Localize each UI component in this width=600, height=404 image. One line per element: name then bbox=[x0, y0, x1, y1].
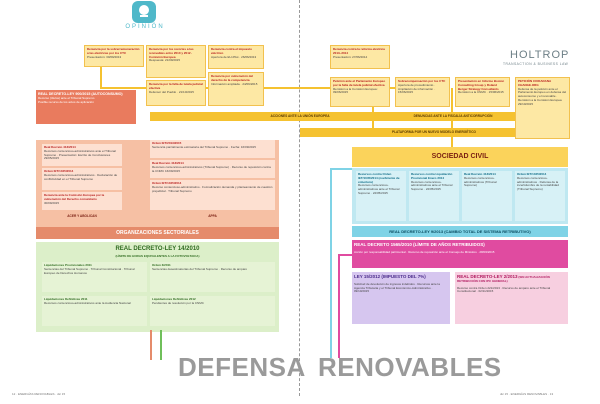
footer-left: 12 · ENERGÍAS RENOVABLES · dic 15 bbox=[12, 392, 66, 396]
appa-label: APPA bbox=[208, 214, 217, 218]
denuncia-reforma-box: Denuncia contra la reforma eléctrica 201… bbox=[330, 45, 390, 69]
connector-line bbox=[100, 66, 102, 88]
organizaciones-bar: ORGANIZACIONES SECTORIALES bbox=[36, 227, 279, 239]
denuncia-ce-box: Denuncia ante la Comisión Europea por la… bbox=[42, 192, 122, 210]
informe-bcg-box: Presentación en Informe Boston Consultin… bbox=[455, 77, 510, 107]
footer-right: dic 15 · ENERGÍAS RENOVABLES · 13 bbox=[500, 392, 554, 396]
denuncia-ctc-box: Denuncia por la sobrerremuneración a las… bbox=[84, 45, 144, 67]
connector-line bbox=[330, 168, 352, 170]
connector-line bbox=[100, 87, 450, 89]
ley15-box: LEY 15/2012 (IMPUESTO DEL 7%) Solicitud … bbox=[352, 272, 450, 324]
connector-line bbox=[372, 92, 374, 128]
peticion-pe-box: Petición ante el Parlamento Europeo por … bbox=[330, 77, 390, 107]
fiscalia-bar: DENUNCIAS ANTE LA FISCALÍA ANTICORRUPCIÓ… bbox=[338, 112, 568, 121]
rd1565-box: REAL DECRETO 1565/2010 (LÍMITE DE AÑOS R… bbox=[352, 240, 568, 268]
brand-logo: HOLTROP bbox=[510, 49, 570, 61]
section-label: OPINIÓN bbox=[125, 24, 165, 30]
title-renovables: RENOVABLES bbox=[318, 352, 502, 382]
denuncia-recortes-box: Denuncia por los recortes a las renovabl… bbox=[146, 45, 206, 78]
connector-line bbox=[150, 330, 152, 360]
rd900-box: REAL DECRETO-LEY 900/2015 (AUTOCONSUMO) … bbox=[36, 90, 136, 124]
liq-enero-2014-box: Recursos contra Liquidación Provisional … bbox=[409, 171, 459, 221]
title-defensa: DEFENSA bbox=[178, 352, 306, 382]
denuncia-tutela-box: Denuncia por la falta de tutela judicial… bbox=[146, 80, 206, 106]
rdl14-subtitle: (LÍMITE DE HORAS EQUIVALENTES A LA FOTOV… bbox=[115, 254, 200, 258]
connector-line bbox=[338, 254, 340, 358]
rdl2-box: REAL DECRETO-LEY 2/2013 (SIN ACTUALIZACI… bbox=[455, 272, 568, 324]
denuncia-competencia-box: Denuncia por vulneración del derecho de … bbox=[208, 72, 264, 106]
sociedad-civil-bar: SOCIEDAD CIVIL bbox=[352, 147, 568, 167]
orden1045-cobertura-box: Recursos contra Orden IET/1045/2014 (coe… bbox=[356, 171, 406, 221]
acer-label: ACER Y ABOLICAN bbox=[67, 214, 97, 218]
brand-subtitle: TRANSACTION & BUSINESS LAW bbox=[503, 62, 569, 66]
opinion-icon bbox=[132, 1, 156, 23]
connector-line bbox=[330, 168, 332, 358]
plataforma-bar: PLATAFORMA POR UN NUEVO MODELO ENERGÉTIC… bbox=[300, 128, 568, 137]
rdl9-bar: REAL DECRETO-LEY 9/2013 (CAMBIO TOTAL DE… bbox=[352, 226, 568, 237]
acciones-ue-bar: ACCIONES ANTE LA UNIÓN EUROPEA bbox=[150, 112, 450, 121]
rdl14-title: REAL DECRETO-LEY 14/2010 bbox=[115, 246, 200, 252]
connector-line bbox=[338, 254, 352, 256]
connector-line bbox=[160, 330, 162, 360]
page-divider bbox=[299, 0, 300, 396]
